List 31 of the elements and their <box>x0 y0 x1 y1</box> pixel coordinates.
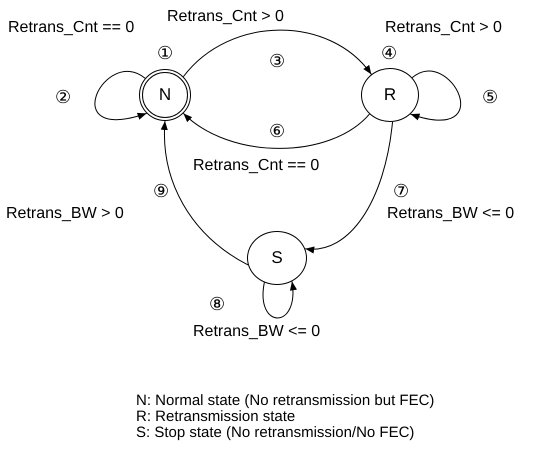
transition-number: ① <box>157 44 173 62</box>
accept-state-circle <box>139 69 191 121</box>
legend-note: N: Normal state (No retransmission but FEC) <box>136 392 434 410</box>
transition-number: ⑤ <box>482 88 498 106</box>
transition-number: ② <box>55 88 71 106</box>
legend-note: S: Stop state (No retransmission/No FEC) <box>136 424 414 442</box>
transition-number: ④ <box>381 44 397 62</box>
condition-label: Retrans_BW <= 0 <box>193 323 320 341</box>
condition-label: Retrans_BW <= 0 <box>387 205 514 223</box>
transition-arrow <box>161 120 249 266</box>
legend-note: R: Retransmission state <box>136 408 296 426</box>
condition-label: Retrans_Cnt > 0 <box>385 19 502 37</box>
state-label: N <box>158 85 172 105</box>
state-label: S <box>271 248 283 268</box>
transition-arrow <box>182 112 370 149</box>
transition-arrow <box>304 121 394 253</box>
transition-arrow <box>262 280 296 318</box>
transition-number: ③ <box>269 52 285 70</box>
condition-label: Retrans_BW > 0 <box>6 205 124 223</box>
condition-label: Retrans_Cnt == 0 <box>8 19 134 37</box>
condition-label: Retrans_Cnt == 0 <box>193 157 320 175</box>
condition-label: Retrans_Cnt > 0 <box>167 8 284 26</box>
transition-arrow <box>182 30 372 78</box>
transition-number: ⑦ <box>393 182 409 200</box>
state-circle <box>361 68 419 122</box>
transition-number: ⑧ <box>209 295 225 313</box>
transition-arrow <box>94 71 148 120</box>
transition-number: ⑥ <box>269 122 285 140</box>
state-label: R <box>384 85 396 105</box>
transition-number: ⑨ <box>153 182 169 200</box>
transition-arrow <box>410 70 462 120</box>
